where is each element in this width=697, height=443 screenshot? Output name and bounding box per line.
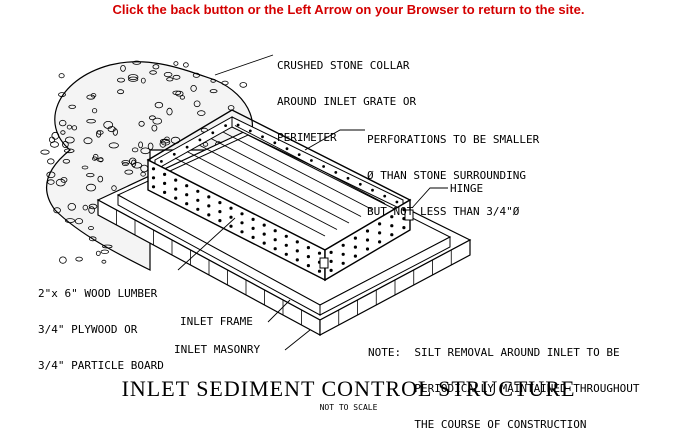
lumber-label: 2"x 6" WOOD LUMBER 3/4" PLYWOOD OR 3/4" … (38, 287, 164, 372)
perforations-label: PERFORATIONS TO BE SMALLER Ø THAN STONE … (367, 133, 540, 218)
diagram-subtitle: NOT TO SCALE (319, 403, 378, 412)
hinge-label: HINGE (450, 182, 484, 195)
back-instruction-banner: Click the back button or the Left Arrow … (112, 2, 585, 17)
leader-lines (177, 54, 448, 351)
diagram-title: INLET SEDIMENT CONTROL STRUCTURE (121, 376, 576, 401)
inlet-frame (116, 134, 452, 316)
crushed-stone-label: CRUSHED STONE COLLAR AROUND INLET GRATE … (277, 59, 417, 144)
note-label: NOTE: SILT REMOVAL AROUND INLET TO BE PE… (368, 346, 640, 431)
inlet-masonry-label: INLET MASONRY (174, 343, 261, 356)
inlet-frame-label: INLET FRAME (180, 315, 253, 328)
wood-box (146, 109, 414, 282)
